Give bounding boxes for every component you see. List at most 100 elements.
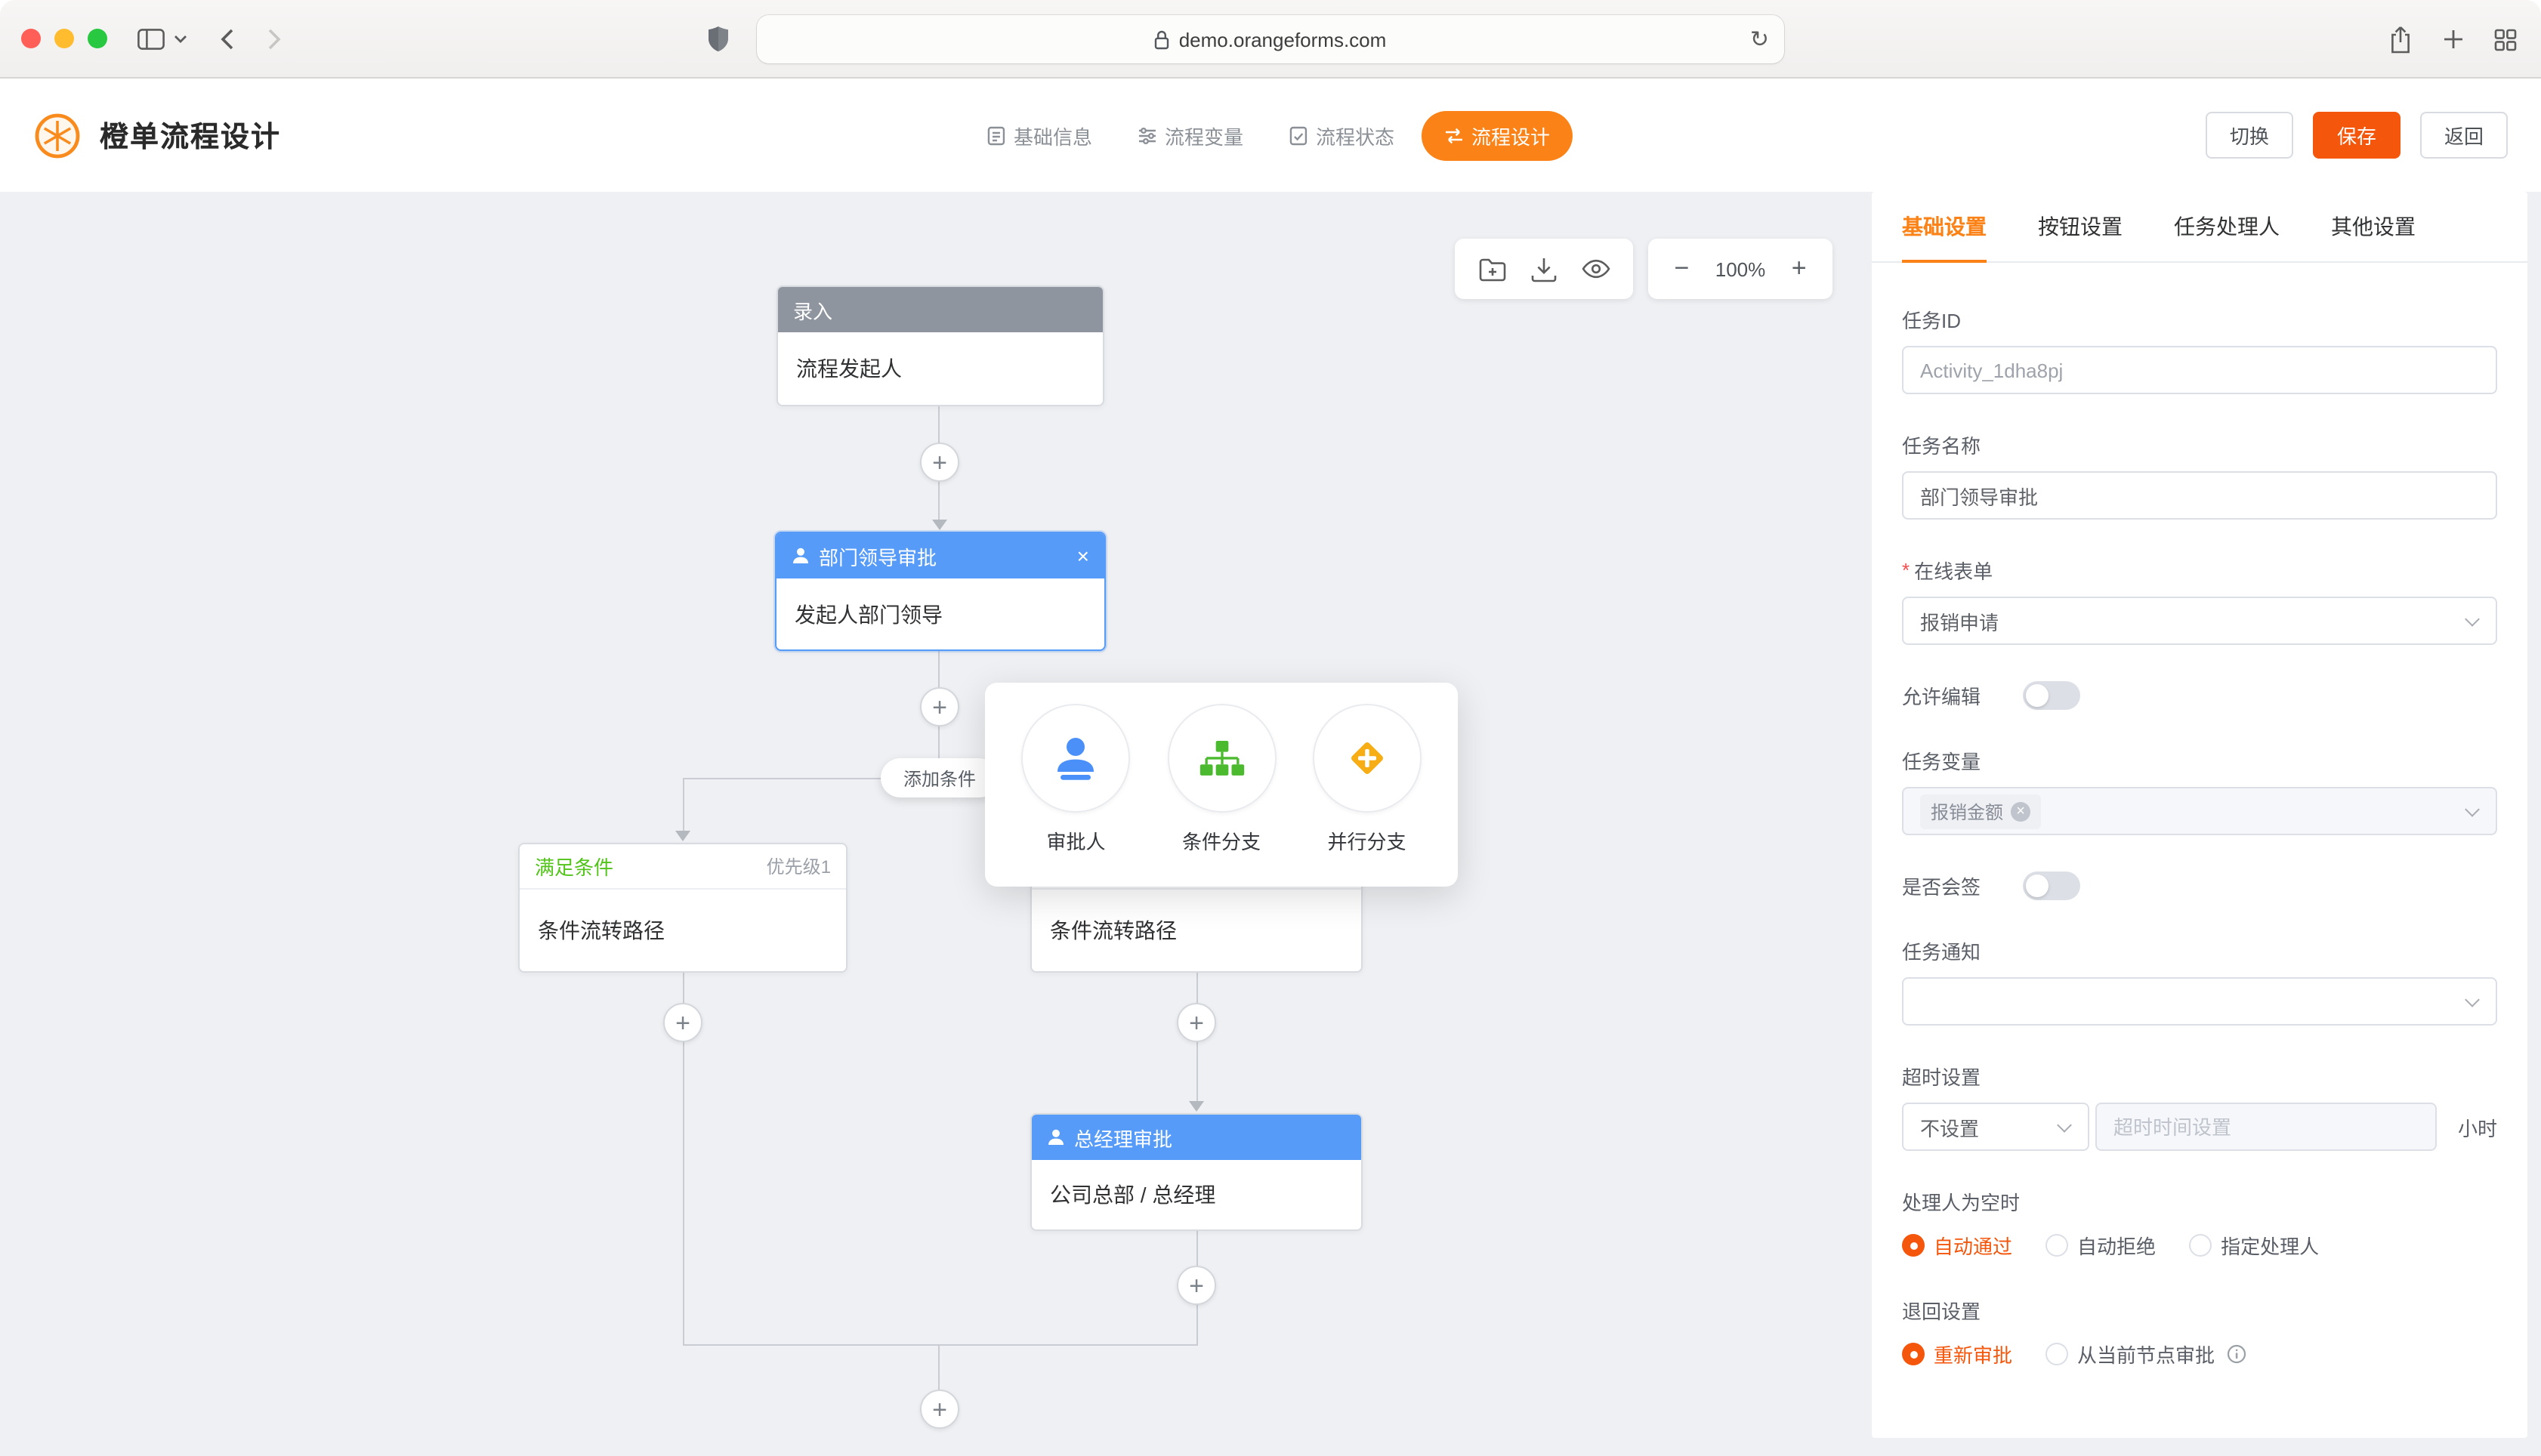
add-node-button[interactable] bbox=[920, 1390, 959, 1429]
field-task-variable: 任务变量 报销金额 bbox=[1902, 746, 2497, 835]
task-id-input[interactable] bbox=[1902, 346, 2497, 394]
privacy-shield-icon[interactable] bbox=[707, 26, 730, 53]
tab-label: 流程变量 bbox=[1164, 125, 1243, 148]
tab-process-design[interactable]: 流程设计 bbox=[1422, 110, 1573, 160]
tab-basic-info[interactable]: 基础信息 bbox=[968, 110, 1110, 160]
tab-process-status[interactable]: 流程状态 bbox=[1270, 110, 1413, 160]
node-body: 公司总部 / 总经理 bbox=[1050, 1183, 1216, 1207]
download-icon[interactable] bbox=[1530, 256, 1558, 282]
add-node-button[interactable] bbox=[920, 687, 959, 726]
radio-restart-approval[interactable]: 重新审批 bbox=[1902, 1340, 2012, 1368]
tag-remove-icon[interactable] bbox=[2011, 801, 2031, 821]
tab-task-assignee[interactable]: 任务处理人 bbox=[2174, 214, 2280, 239]
add-node-button[interactable] bbox=[1177, 1003, 1216, 1042]
required-asterisk: * bbox=[1902, 559, 1910, 581]
allow-edit-toggle[interactable] bbox=[2023, 681, 2081, 710]
chevron-down-icon bbox=[2465, 802, 2480, 817]
radio-dot bbox=[2045, 1234, 2069, 1257]
tab-label: 基础信息 bbox=[1013, 125, 1092, 148]
chevron-down-icon[interactable] bbox=[174, 34, 187, 43]
node-gm-approval[interactable]: 总经理审批 公司总部 / 总经理 bbox=[1030, 1113, 1363, 1231]
connector-line bbox=[683, 973, 684, 1344]
zoom-window-button[interactable] bbox=[88, 29, 107, 48]
popup-option-condition-branch[interactable]: 条件分支 bbox=[1167, 704, 1276, 855]
save-button[interactable]: 保存 bbox=[2312, 112, 2401, 159]
zoom-out-button[interactable] bbox=[1665, 254, 1698, 284]
arrow-down-icon bbox=[1189, 1101, 1204, 1112]
node-start[interactable]: 录入 流程发起人 bbox=[777, 285, 1104, 406]
close-window-button[interactable] bbox=[21, 29, 41, 48]
field-label: 任务通知 bbox=[1902, 941, 1981, 964]
settings-panel: 基础设置 按钮设置 任务处理人 其他设置 任务ID 任务名称 * 在线表单 bbox=[1872, 192, 2527, 1438]
countersign-toggle[interactable] bbox=[2023, 871, 2081, 900]
condition-status: 满足条件 bbox=[535, 856, 614, 879]
field-label: 在线表单 bbox=[1914, 560, 1993, 583]
tab-label: 流程状态 bbox=[1316, 125, 1395, 148]
node-body: 发起人部门领导 bbox=[795, 602, 943, 626]
zoom-in-button[interactable] bbox=[1783, 254, 1816, 284]
condition-priority: 优先级1 bbox=[766, 856, 831, 878]
tab-process-variables[interactable]: 流程变量 bbox=[1119, 110, 1261, 160]
popup-option-approver[interactable]: 审批人 bbox=[1021, 704, 1131, 855]
switch-button[interactable]: 切换 bbox=[2205, 112, 2293, 159]
field-label: 任务ID bbox=[1902, 310, 1962, 332]
node-title: 总经理审批 bbox=[1074, 1127, 1173, 1150]
task-name-input[interactable] bbox=[1902, 471, 2497, 520]
timeout-value-input[interactable] bbox=[2095, 1103, 2437, 1151]
radio-assign-handler[interactable]: 指定处理人 bbox=[2189, 1231, 2319, 1260]
tab-basic-settings[interactable]: 基础设置 bbox=[1902, 192, 1987, 263]
parallel-branch-icon bbox=[1312, 704, 1422, 813]
address-bar[interactable]: demo.orangeforms.com bbox=[757, 15, 1784, 63]
add-node-button[interactable] bbox=[1177, 1266, 1216, 1305]
zoom-level: 100% bbox=[1715, 258, 1766, 280]
return-button[interactable]: 返回 bbox=[2419, 112, 2508, 159]
radio-dot bbox=[2189, 1234, 2212, 1257]
new-tab-plus-icon[interactable] bbox=[2443, 29, 2464, 50]
status-doc-icon bbox=[1289, 125, 1308, 145]
popup-option-parallel-branch[interactable]: 并行分支 bbox=[1312, 704, 1422, 855]
reload-icon[interactable] bbox=[1750, 26, 1769, 53]
field-online-form: * 在线表单 报销申请 bbox=[1902, 556, 2497, 645]
user-icon bbox=[1048, 1129, 1064, 1145]
sidebar-toggle-icon[interactable] bbox=[137, 28, 165, 49]
canvas-toolbar bbox=[1455, 239, 1633, 299]
close-icon[interactable] bbox=[1077, 545, 1089, 566]
node-dept-approval[interactable]: 部门领导审批 发起人部门领导 bbox=[775, 532, 1106, 651]
share-icon[interactable] bbox=[2388, 25, 2413, 54]
task-variable-select[interactable]: 报销金额 bbox=[1902, 787, 2497, 835]
node-condition-left[interactable]: 满足条件 优先级1 条件流转路径 bbox=[518, 843, 848, 973]
online-form-select[interactable]: 报销申请 bbox=[1902, 597, 2497, 645]
add-node-button[interactable] bbox=[663, 1003, 702, 1042]
node-body: 流程发起人 bbox=[796, 356, 902, 381]
add-condition-button[interactable]: 添加条件 bbox=[881, 758, 999, 797]
select-value: 报销申请 bbox=[1920, 611, 1999, 634]
radio-dot bbox=[2045, 1343, 2069, 1365]
radio-auto-reject[interactable]: 自动拒绝 bbox=[2045, 1231, 2156, 1260]
forward-button[interactable] bbox=[267, 28, 281, 49]
field-reject-setting: 退回设置 重新审批 从当前节点审批 bbox=[1902, 1296, 2497, 1368]
radio-from-current-node[interactable]: 从当前节点审批 bbox=[2045, 1340, 2246, 1368]
chevron-down-icon bbox=[2057, 1118, 2072, 1133]
tab-other-settings[interactable]: 其他设置 bbox=[2331, 214, 2416, 239]
add-node-button[interactable] bbox=[920, 443, 959, 482]
tab-overview-grid-icon[interactable] bbox=[2494, 28, 2517, 51]
timeout-unit-label: 小时 bbox=[2457, 1117, 2497, 1140]
approver-person-icon bbox=[1021, 704, 1131, 813]
back-button[interactable] bbox=[221, 28, 234, 49]
preview-eye-icon[interactable] bbox=[1581, 258, 1610, 279]
task-notify-select[interactable] bbox=[1902, 977, 2497, 1026]
flow-canvas[interactable]: 录入 流程发起人 部门领导审批 发起人部门领导 添加条件 满足条件 优先级 bbox=[0, 192, 2541, 1456]
minimize-window-button[interactable] bbox=[54, 29, 74, 48]
info-icon[interactable] bbox=[2227, 1344, 2246, 1364]
folder-plus-icon[interactable] bbox=[1478, 256, 1507, 282]
field-label: 允许编辑 bbox=[1902, 686, 1981, 708]
header-actions: 切换 保存 返回 bbox=[2205, 112, 2508, 159]
connector-line bbox=[683, 778, 684, 831]
radio-auto-approve[interactable]: 自动通过 bbox=[1902, 1231, 2012, 1260]
node-body: 条件流转路径 bbox=[538, 918, 665, 942]
timeout-mode-select[interactable]: 不设置 bbox=[1902, 1103, 2089, 1151]
app-header: 橙单流程设计 基础信息 流程变量 流程状态 流程设计 切换 保存 返回 bbox=[0, 79, 2541, 192]
form-icon bbox=[987, 125, 1005, 145]
tab-button-settings[interactable]: 按钮设置 bbox=[2038, 214, 2123, 239]
